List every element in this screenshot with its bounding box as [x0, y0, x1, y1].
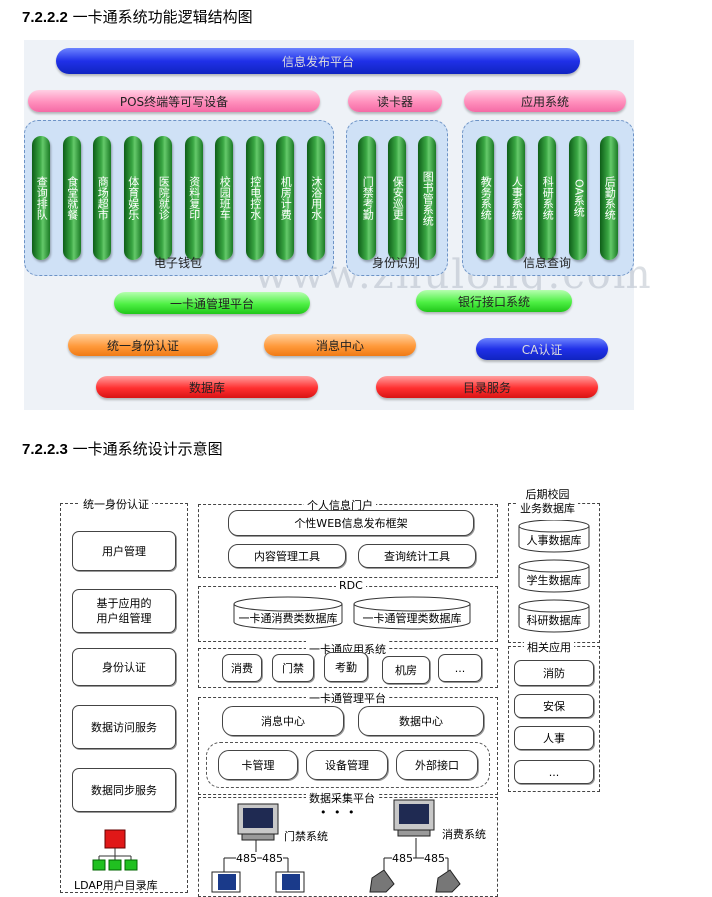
- e-wallet-item: 机房计费: [276, 136, 294, 260]
- message-center: 消息中心: [264, 334, 416, 356]
- portal-title: 个人信息门户: [304, 497, 376, 513]
- e-wallet-item: 沐浴用水: [306, 136, 325, 260]
- portal-framework: 个性WEB信息发布框架: [228, 510, 474, 536]
- related-app-item: 消防: [514, 660, 594, 686]
- device-management-box: 设备管理: [306, 750, 388, 780]
- bus-label: 485: [424, 852, 445, 865]
- card-reader-header: 读卡器: [348, 90, 442, 112]
- message-center-box: 消息中心: [222, 706, 344, 736]
- campus-db-icons: [518, 520, 590, 633]
- ellipsis-dots: • • •: [320, 806, 357, 819]
- database: 数据库: [96, 376, 318, 398]
- card-management-box: 卡管理: [218, 750, 298, 780]
- app-item: 考勤: [324, 652, 368, 682]
- section-number: 7.2.2.2: [22, 9, 68, 26]
- unified-auth: 统一身份认证: [68, 334, 218, 356]
- app-item: 机房: [382, 656, 430, 684]
- consume-terminal-icon: [393, 799, 435, 837]
- rdc-database-icons: [233, 596, 471, 630]
- student-database: 学生数据库: [526, 574, 582, 587]
- related-apps-title: 相关应用: [524, 639, 574, 655]
- e-wallet-item: 食堂就餐: [62, 136, 81, 260]
- ldap-label: LDAP用户目录库: [74, 879, 158, 892]
- function-logic-diagram: www.zhulong.com 信息发布平台 POS终端等可写设备 读卡器 应用…: [24, 40, 651, 410]
- e-wallet-item: 校园班车: [215, 136, 233, 260]
- content-management-tool: 内容管理工具: [228, 544, 346, 568]
- e-wallet-item: 医院就诊: [154, 136, 172, 260]
- e-wallet-item: 商场超市: [93, 136, 111, 260]
- external-interface-box: 外部接口: [396, 750, 478, 780]
- info-publish-platform: 信息发布平台: [56, 48, 580, 74]
- pos-terminal-header: POS终端等可写设备: [28, 90, 320, 112]
- e-wallet-item: 控电控水: [245, 136, 264, 260]
- app-item: ...: [438, 654, 482, 682]
- section-title: 一卡通系统设计示意图: [72, 440, 223, 458]
- e-wallet-item: 查询排队: [32, 136, 50, 260]
- rdc-title: RDC: [336, 579, 366, 592]
- data-center-box: 数据中心: [358, 706, 484, 736]
- mgmt-modules-group: [206, 742, 490, 788]
- identity-item: 图书管系统: [418, 136, 436, 260]
- bus-label: 485: [262, 852, 283, 865]
- auth-item: 基于应用的 用户组管理: [72, 589, 176, 633]
- app-item: 门禁: [272, 654, 314, 682]
- auth-item: 用户管理: [72, 531, 176, 571]
- related-app-item: ...: [514, 760, 594, 784]
- data-collection-title: 数据采集平台: [306, 790, 378, 806]
- bank-interface-system: 银行接口系统: [416, 290, 572, 312]
- app-item: 消费: [222, 654, 262, 682]
- e-wallet-label: 电子钱包: [153, 256, 202, 270]
- consumption-database: 一卡通消费类数据库: [238, 612, 338, 625]
- card-management-platform: 一卡通管理平台: [114, 292, 310, 314]
- bus-label: 485: [392, 852, 413, 865]
- consume-system-label: 消费系统: [442, 828, 486, 841]
- identity-item: 保安巡更: [388, 136, 406, 260]
- section-title: 一卡通系统功能逻辑结构图: [72, 8, 253, 26]
- related-app-item: 人事: [514, 726, 594, 750]
- auth-item: 数据访问服务: [72, 705, 176, 749]
- auth-item: 身份认证: [72, 648, 176, 686]
- bus-lines: [211, 838, 461, 893]
- bus-label: 485: [236, 852, 257, 865]
- management-database: 一卡通管理类数据库: [362, 612, 462, 625]
- section-heading-2: 7.2.2.3 一卡通系统设计示意图: [22, 438, 223, 459]
- directory-service: 目录服务: [376, 376, 598, 398]
- info-query-item: 科研系统: [538, 136, 556, 260]
- info-query-item: OA系统: [569, 136, 587, 260]
- info-query-item: 后勤系统: [600, 136, 618, 260]
- e-wallet-item: 体育娱乐: [123, 136, 142, 260]
- hr-database: 人事数据库: [526, 534, 582, 547]
- mgmt-platform-title: 一卡通管理平台: [306, 690, 389, 706]
- info-query-item: 教务系统: [476, 136, 494, 260]
- related-app-item: 安保: [514, 694, 594, 718]
- e-wallet-item: 资料复印: [184, 136, 203, 260]
- ca-authentication: CA认证: [476, 338, 608, 360]
- info-query-label: 信息查询: [522, 256, 571, 270]
- access-system-label: 门禁系统: [284, 830, 328, 843]
- application-system-header: 应用系统: [464, 90, 626, 112]
- identity-item: 门禁考勤: [358, 136, 376, 260]
- access-terminal-icon: [237, 803, 279, 841]
- research-database: 科研数据库: [526, 614, 582, 627]
- unified-auth-title: 统一身份认证: [80, 496, 152, 512]
- section-number: 7.2.2.3: [22, 441, 68, 458]
- ldap-icon: [92, 829, 138, 871]
- section-heading-1: 7.2.2.2 一卡通系统功能逻辑结构图: [22, 6, 253, 27]
- auth-item: 数据同步服务: [72, 768, 176, 812]
- campus-db-title: 后期校园 业务数据库: [517, 488, 578, 516]
- info-query-item: 人事系统: [507, 136, 525, 260]
- identity-label: 身份识别: [371, 256, 420, 270]
- query-statistics-tool: 查询统计工具: [358, 544, 476, 568]
